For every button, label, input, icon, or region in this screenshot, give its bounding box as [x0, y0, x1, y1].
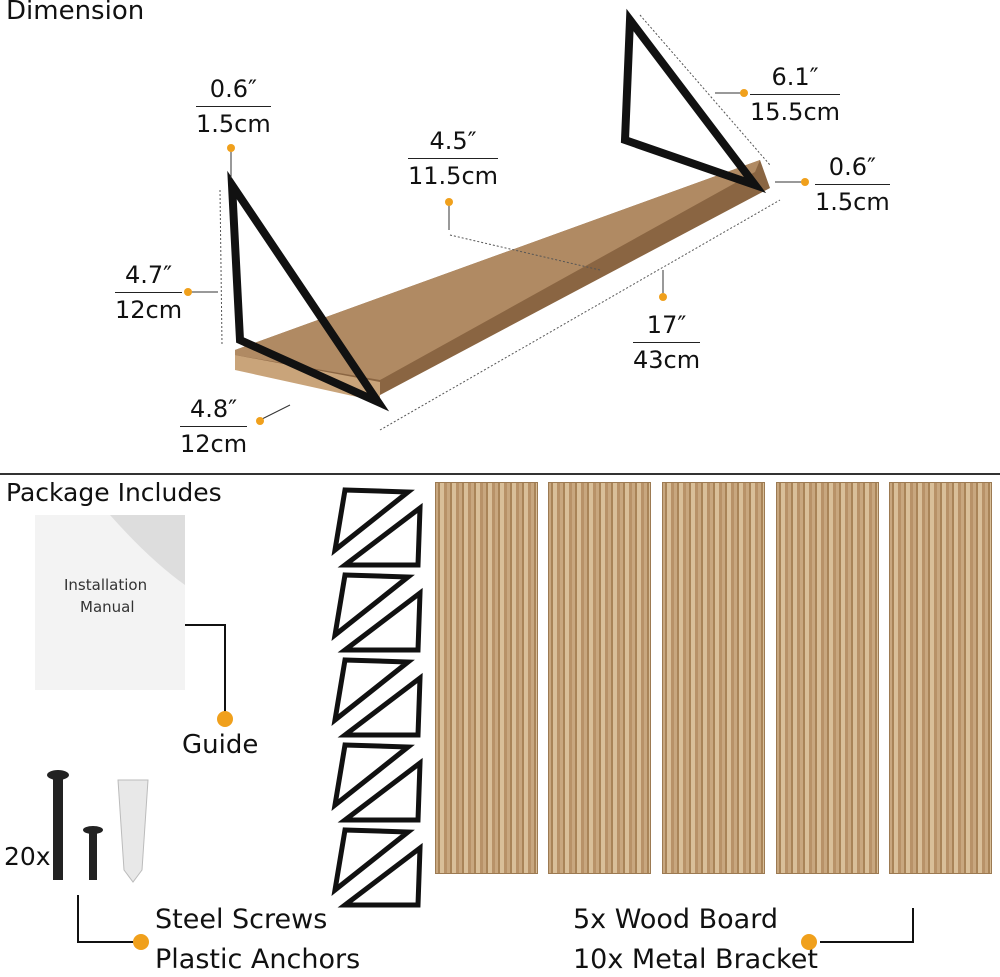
dim-length: 17″43cm [633, 308, 701, 377]
anchors-label: Plastic Anchors [155, 944, 361, 975]
screws-count: 20x [4, 842, 51, 871]
boards-label: 5x Wood Board [573, 904, 778, 935]
brackets-label: 10x Metal Bracket [573, 944, 818, 975]
manual-title: Installation [64, 576, 148, 594]
dim-bracket-thickness: 0.6″1.5cm [196, 72, 271, 141]
package-heading: Package Includes [6, 478, 222, 507]
dim-width: 4.8″12cm [180, 392, 248, 461]
left-bracket [227, 170, 390, 412]
wood-board [776, 482, 879, 874]
dimension-heading: Dimension [6, 0, 145, 26]
dim-depth: 4.5″11.5cm [408, 124, 499, 193]
dim-board-thickness: 0.6″1.5cm [815, 150, 890, 219]
guide-label: Guide [182, 730, 259, 760]
wood-board [662, 482, 765, 874]
metal-brackets [331, 487, 423, 908]
dim-height: 4.7″12cm [115, 258, 183, 327]
dim-bracket-side: 6.1″15.5cm [750, 60, 841, 129]
wood-board [435, 482, 538, 874]
screws-label: Steel Screws [155, 904, 328, 935]
manual-subtitle: Manual [80, 598, 135, 616]
right-bracket [620, 8, 767, 194]
wood-board [889, 482, 992, 874]
wood-board [548, 482, 651, 874]
screws-icon [47, 770, 149, 883]
